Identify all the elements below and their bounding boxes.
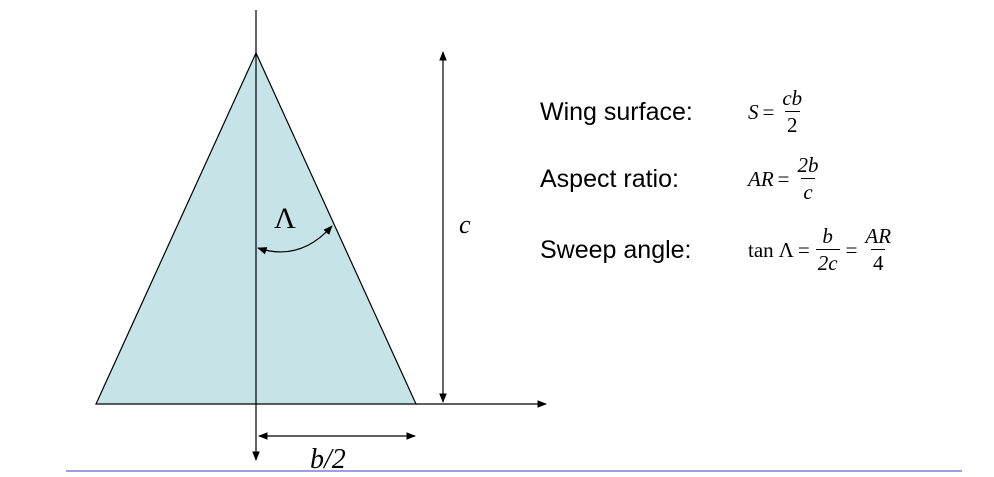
wing-surface-fraction: cb 2 [780, 88, 804, 136]
wing-surface-row: Wing surface: S = cb 2 [540, 88, 806, 136]
fraction-denominator: 4 [870, 249, 886, 275]
wing-surface-label: Wing surface: [540, 97, 693, 126]
sweep-angle-label: Sweep angle: [540, 235, 692, 264]
height-label: c [459, 210, 471, 239]
equals-sign: = [797, 237, 810, 262]
equals-sign: = [845, 237, 858, 262]
sweep-fraction-1: b 2c [815, 224, 840, 275]
aspect-ratio-row: Aspect ratio: AR = 2b c [540, 155, 823, 203]
aspect-ratio-formula: AR = 2b c [748, 155, 823, 203]
aspect-ratio-label: Aspect ratio: [540, 164, 679, 193]
sweep-fraction-2: AR 4 [863, 226, 893, 274]
sweep-angle-row: Sweep angle: tan Λ = b 2c = AR 4 [540, 226, 895, 274]
angle-label: Λ [274, 202, 296, 235]
sweep-angle-formula: tan Λ = b 2c = AR 4 [748, 226, 895, 274]
wing-surface-formula: S = cb 2 [748, 88, 806, 136]
aspect-ratio-fraction: 2b c [796, 155, 821, 203]
equals-sign: = [762, 99, 775, 124]
fraction-numerator: cb [782, 86, 803, 110]
wing-surface-lhs: S [748, 99, 759, 124]
fraction-numerator: AR [865, 224, 892, 248]
aspect-ratio-lhs: AR [748, 166, 774, 191]
formula-panel: Wing surface: S = cb 2 Aspect ratio: AR … [540, 0, 980, 320]
fraction-denominator: c [801, 178, 815, 204]
equals-sign: = [777, 166, 790, 191]
half-span-label: b/2 [310, 444, 346, 475]
sweep-symbol: Λ [778, 237, 794, 262]
sweep-angle-arc [257, 225, 333, 255]
fraction-numerator: 2b [797, 153, 819, 177]
fraction-denominator: 2 [785, 111, 800, 137]
fraction-denominator: 2c [815, 249, 840, 275]
fraction-numerator: b [822, 224, 833, 248]
tan-function: tan [748, 237, 774, 262]
